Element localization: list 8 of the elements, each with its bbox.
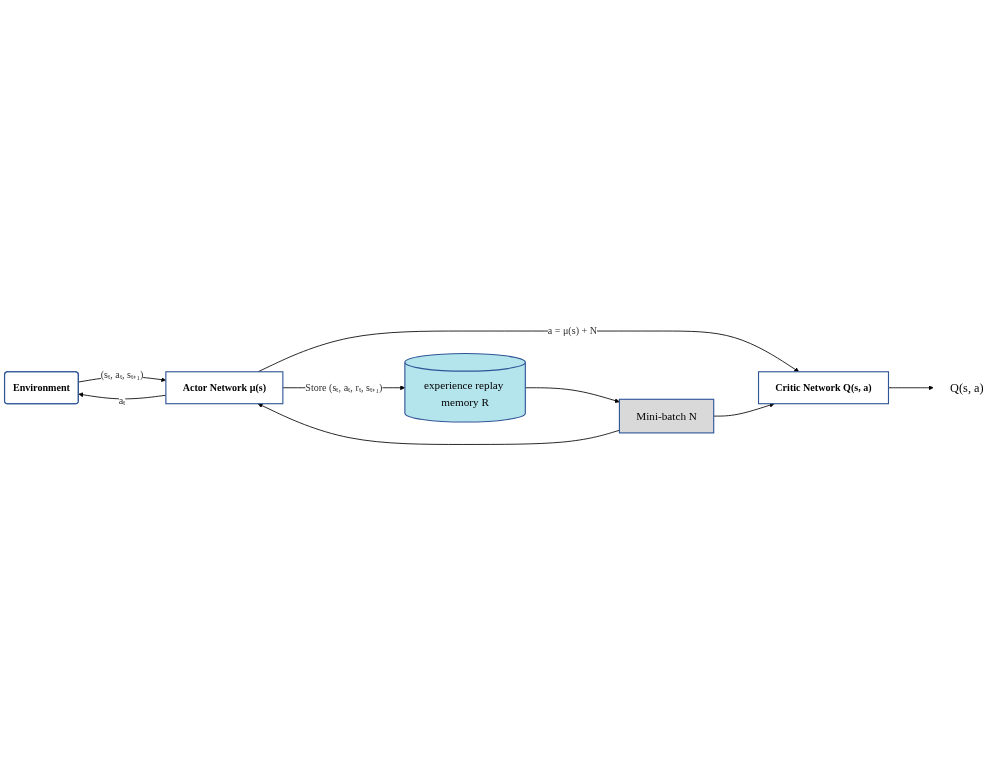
node-box: Mini-batch N: [618, 398, 715, 433]
edge-label: Store (sₜ, aₜ, rₜ, sₜ₊₁): [305, 381, 383, 393]
edge-label: a = μ(s) + N: [547, 324, 597, 336]
edge-label: (sₜ, aₜ, sₜ₊₁): [100, 368, 144, 380]
node-box: Actor Network μ(s): [165, 370, 284, 404]
node-box: Critic Network Q(s, a): [757, 370, 890, 404]
node-text: Q(s, a): [950, 380, 984, 395]
edge-label: aₜ: [118, 394, 126, 406]
